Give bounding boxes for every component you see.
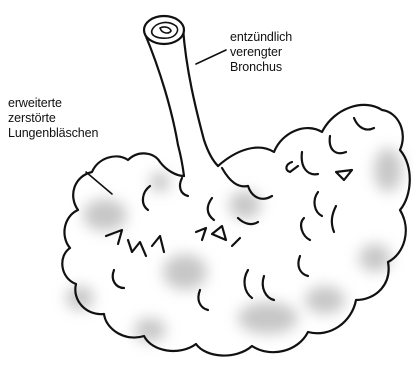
- leader-alveoli: [86, 172, 112, 194]
- label-alveoli-line-1: erweiterte: [8, 96, 98, 111]
- leader-lines: [86, 50, 226, 194]
- label-bronchus-line-3: Bronchus: [230, 60, 292, 75]
- leader-bronchus: [196, 50, 226, 64]
- label-alveoli-line-3: Lungenbläschen: [8, 126, 98, 141]
- label-alveoli: erweiterte zerstörte Lungenbläschen: [8, 96, 98, 141]
- cluster-outline: [62, 105, 409, 356]
- alveolar-cluster: [62, 105, 409, 356]
- bronchus-wall-right: [183, 28, 218, 166]
- label-bronchus: entzündlich verengter Bronchus: [230, 30, 292, 75]
- label-bronchus-line-2: verengter: [230, 45, 292, 60]
- label-alveoli-line-2: zerstörte: [8, 111, 98, 126]
- bronchus: [144, 16, 218, 176]
- label-bronchus-line-1: entzündlich: [230, 30, 292, 45]
